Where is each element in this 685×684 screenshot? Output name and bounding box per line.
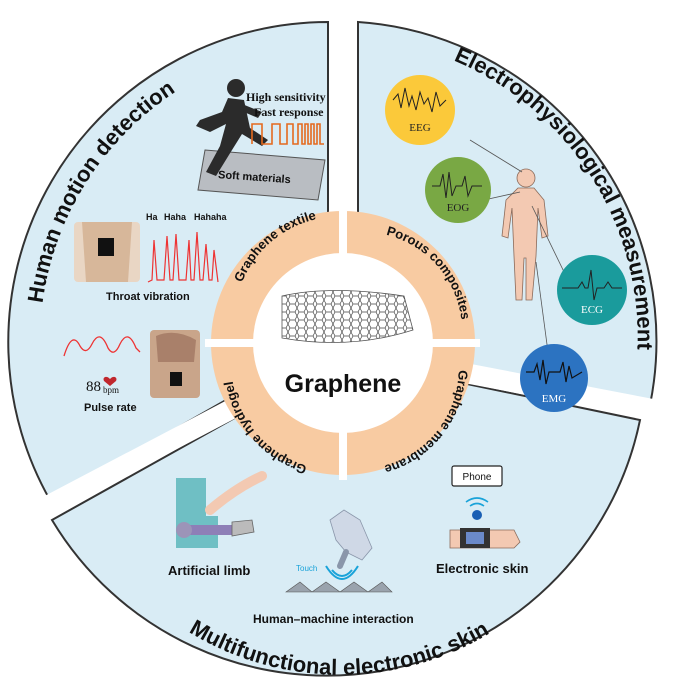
soft-material-sheet [197,149,326,201]
emg-label: EMG [542,393,567,405]
pulse-label: Pulse rate [84,402,137,414]
pulse-value: 88 [86,379,101,395]
laugh-haha: Haha [164,212,187,222]
laugh-hahaha: Hahaha [194,212,228,222]
laugh-labels: Ha Haha Hahaha [146,212,228,222]
electronic-skin-label: Electronic skin [436,561,529,576]
ecg-signal: ECG [557,255,627,325]
eog-signal: EOG [425,157,491,223]
neck-photo [74,222,140,282]
touch-label: Touch [296,564,317,573]
connector-lines [469,139,567,353]
skin-surface-icon [285,581,393,593]
human-motion-content: High sensitivity Fast response Soft mate… [63,79,326,414]
soft-materials-label: Soft materials [218,169,291,186]
electrophysiological-content: EEG EOG ECG EMG [385,75,627,412]
wireless-icon [465,497,489,507]
fast-response-label: Fast response [254,105,324,119]
graphene-title: Graphene [285,370,402,398]
heart-icon [103,376,117,386]
phone-label: Phone [463,472,492,483]
wrist-photo [150,330,200,398]
runner-icon [196,79,268,176]
bluetooth-icon [472,510,482,520]
throat-signal-icon [147,231,219,283]
phone-icon: Phone [451,465,503,487]
throat-label: Throat vibration [106,291,190,303]
artificial-limb-label: Artificial limb [168,563,250,578]
touch-wave-icon [325,565,359,580]
graphene-core [253,253,433,433]
eeg-signal: EEG [385,75,455,145]
electronic-skin-content: Artificial limb Touch Human–machine inte… [168,465,529,626]
ecg-label: ECG [581,304,603,316]
square-wave-icon [251,123,324,145]
wrist-sensor-icon [449,528,521,549]
emg-signal: EMG [520,344,588,412]
pulse-unit: bpm [103,385,119,395]
high-sensitivity-label: High sensitivity [246,90,326,104]
eog-label: EOG [447,202,470,214]
hmi-label: Human–machine interaction [253,612,414,626]
laugh-ha: Ha [146,212,158,222]
pulse-signal-icon [63,336,141,357]
eeg-label: EEG [409,122,430,134]
hand-touch-icon [329,509,373,569]
graphene-sheet-icon [281,290,414,343]
artificial-limb-icon [176,471,267,548]
